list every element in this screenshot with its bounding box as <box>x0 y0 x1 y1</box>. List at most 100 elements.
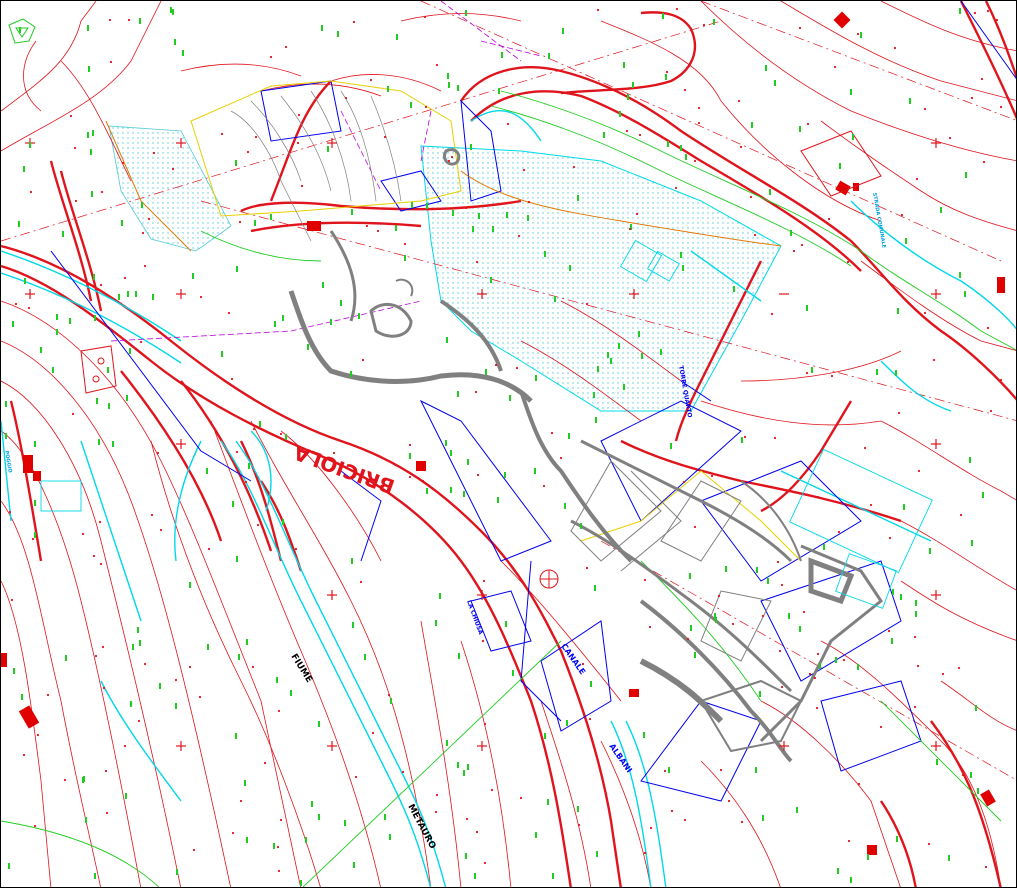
vegetation-mark-icon <box>353 862 355 868</box>
vegetation-mark-icon <box>593 392 595 398</box>
vegetation-mark-icon <box>34 441 36 447</box>
spot-height-dot <box>847 839 851 843</box>
vegetation-mark-icon <box>276 677 278 683</box>
vegetation-mark-icon <box>232 501 234 507</box>
spot-height-dot <box>27 306 31 310</box>
vegetation-mark-icon <box>603 132 605 138</box>
spot-height-dot <box>913 635 917 639</box>
spot-height-dot <box>927 842 931 846</box>
vegetation-mark-icon <box>799 126 801 132</box>
vegetation-mark-icon <box>467 459 469 465</box>
spot-height-dot <box>900 213 904 217</box>
vegetation-mark-icon <box>21 694 23 700</box>
benchmark-icon <box>539 569 559 589</box>
spot-height-dot <box>923 311 927 315</box>
spot-height-dot <box>999 378 1003 382</box>
vegetation-mark-icon <box>88 66 90 72</box>
vegetation-mark-icon <box>680 252 682 258</box>
spot-height-dot <box>383 135 387 139</box>
spot-height-dot <box>588 717 592 721</box>
vegetation-mark-icon <box>478 213 480 219</box>
spot-height-dot <box>8 510 12 514</box>
vegetation-mark-icon <box>322 282 324 288</box>
spot-height-dot <box>235 450 239 454</box>
vegetation-mark-icon <box>350 371 352 377</box>
vegetation-mark-icon <box>135 291 137 297</box>
vegetation-mark-icon <box>34 500 36 506</box>
vegetation-mark-icon <box>577 195 579 201</box>
vegetation-mark-icon <box>396 34 398 40</box>
label-strada-comunale: STRADA COMUNALE <box>871 192 887 249</box>
spot-height-dot <box>581 662 585 666</box>
spot-height-dot <box>776 560 780 564</box>
vegetation-mark-icon <box>82 777 84 783</box>
spot-height-dot <box>98 520 102 524</box>
spot-height-dot <box>354 775 358 779</box>
vegetation-mark-icon <box>238 654 240 660</box>
vegetation-mark-icon <box>118 294 120 300</box>
spot-height-dot <box>959 513 963 517</box>
survey-cross-icon <box>477 590 487 600</box>
vegetation-mark-icon <box>129 348 131 354</box>
spot-height-dot <box>649 826 653 830</box>
vegetation-mark-icon <box>632 82 634 88</box>
spot-height-dot <box>156 451 160 455</box>
spot-height-dot <box>434 810 438 814</box>
spot-height-dot <box>159 528 163 532</box>
spot-height-dot <box>101 645 105 649</box>
spot-height-dot <box>297 113 301 117</box>
vegetation-mark-icon <box>569 265 571 271</box>
vegetation-mark-icon <box>463 770 465 776</box>
spot-height-dot <box>879 725 883 729</box>
vegetation-mark-icon <box>643 732 645 738</box>
vegetation-mark-icon <box>52 367 54 373</box>
spot-height-dot <box>893 46 897 50</box>
vegetation-mark-icon <box>364 654 366 660</box>
vegetation-mark-icon <box>5 433 7 439</box>
vegetation-mark-icon <box>554 296 556 302</box>
vegetation-mark-icon <box>395 225 397 231</box>
road-edges <box>1 90 1016 887</box>
vegetation-mark-icon <box>457 85 459 91</box>
vegetation-mark-icon <box>270 214 272 220</box>
spot-height-dot <box>123 276 127 280</box>
vegetation-mark-icon <box>610 358 612 364</box>
vegetation-mark-icon <box>351 558 353 564</box>
vegetation-mark-icon <box>170 7 172 13</box>
survey-cross-icon <box>25 289 35 299</box>
vegetation-mark-icon <box>790 230 792 236</box>
vegetation-mark-icon <box>452 210 454 216</box>
vegetation-mark-icon <box>305 837 307 843</box>
spot-height-dot <box>702 23 706 27</box>
vegetation-mark-icon <box>141 202 143 208</box>
vegetation-mark-icon <box>176 869 178 875</box>
vegetation-mark-icon <box>409 453 411 459</box>
work-limits <box>105 80 802 562</box>
vegetation-mark-icon <box>472 226 474 232</box>
spot-height-dot <box>780 583 784 587</box>
vegetation-mark-icon <box>90 149 92 155</box>
vegetation-mark-icon <box>660 349 662 355</box>
vegetation-mark-icon <box>132 644 134 650</box>
vegetation-mark-icon <box>337 31 339 37</box>
building-icon <box>416 461 426 471</box>
vegetation-mark-icon <box>273 843 275 849</box>
survey-cross-icon <box>176 741 186 751</box>
vegetation-mark-icon <box>767 578 769 584</box>
vegetation-mark-icon <box>174 39 176 45</box>
survey-cross-icon <box>931 138 941 148</box>
north-arrow-icon <box>8 18 36 44</box>
vegetation-mark-icon <box>796 807 798 813</box>
spot-height-dot <box>515 366 519 370</box>
vegetation-mark-icon <box>290 690 292 696</box>
vegetation-mark-icon <box>977 788 979 794</box>
vegetation-mark-icon <box>435 620 437 626</box>
vegetation-mark-icon <box>685 154 687 160</box>
vegetation-mark-icon <box>623 384 625 390</box>
spot-height-dot <box>517 234 521 238</box>
spot-height-dot <box>813 676 817 680</box>
spot-height-dot <box>139 340 143 344</box>
spot-height-dot <box>361 358 365 362</box>
spot-height-dot <box>887 629 891 633</box>
spot-height-dot <box>465 817 469 821</box>
